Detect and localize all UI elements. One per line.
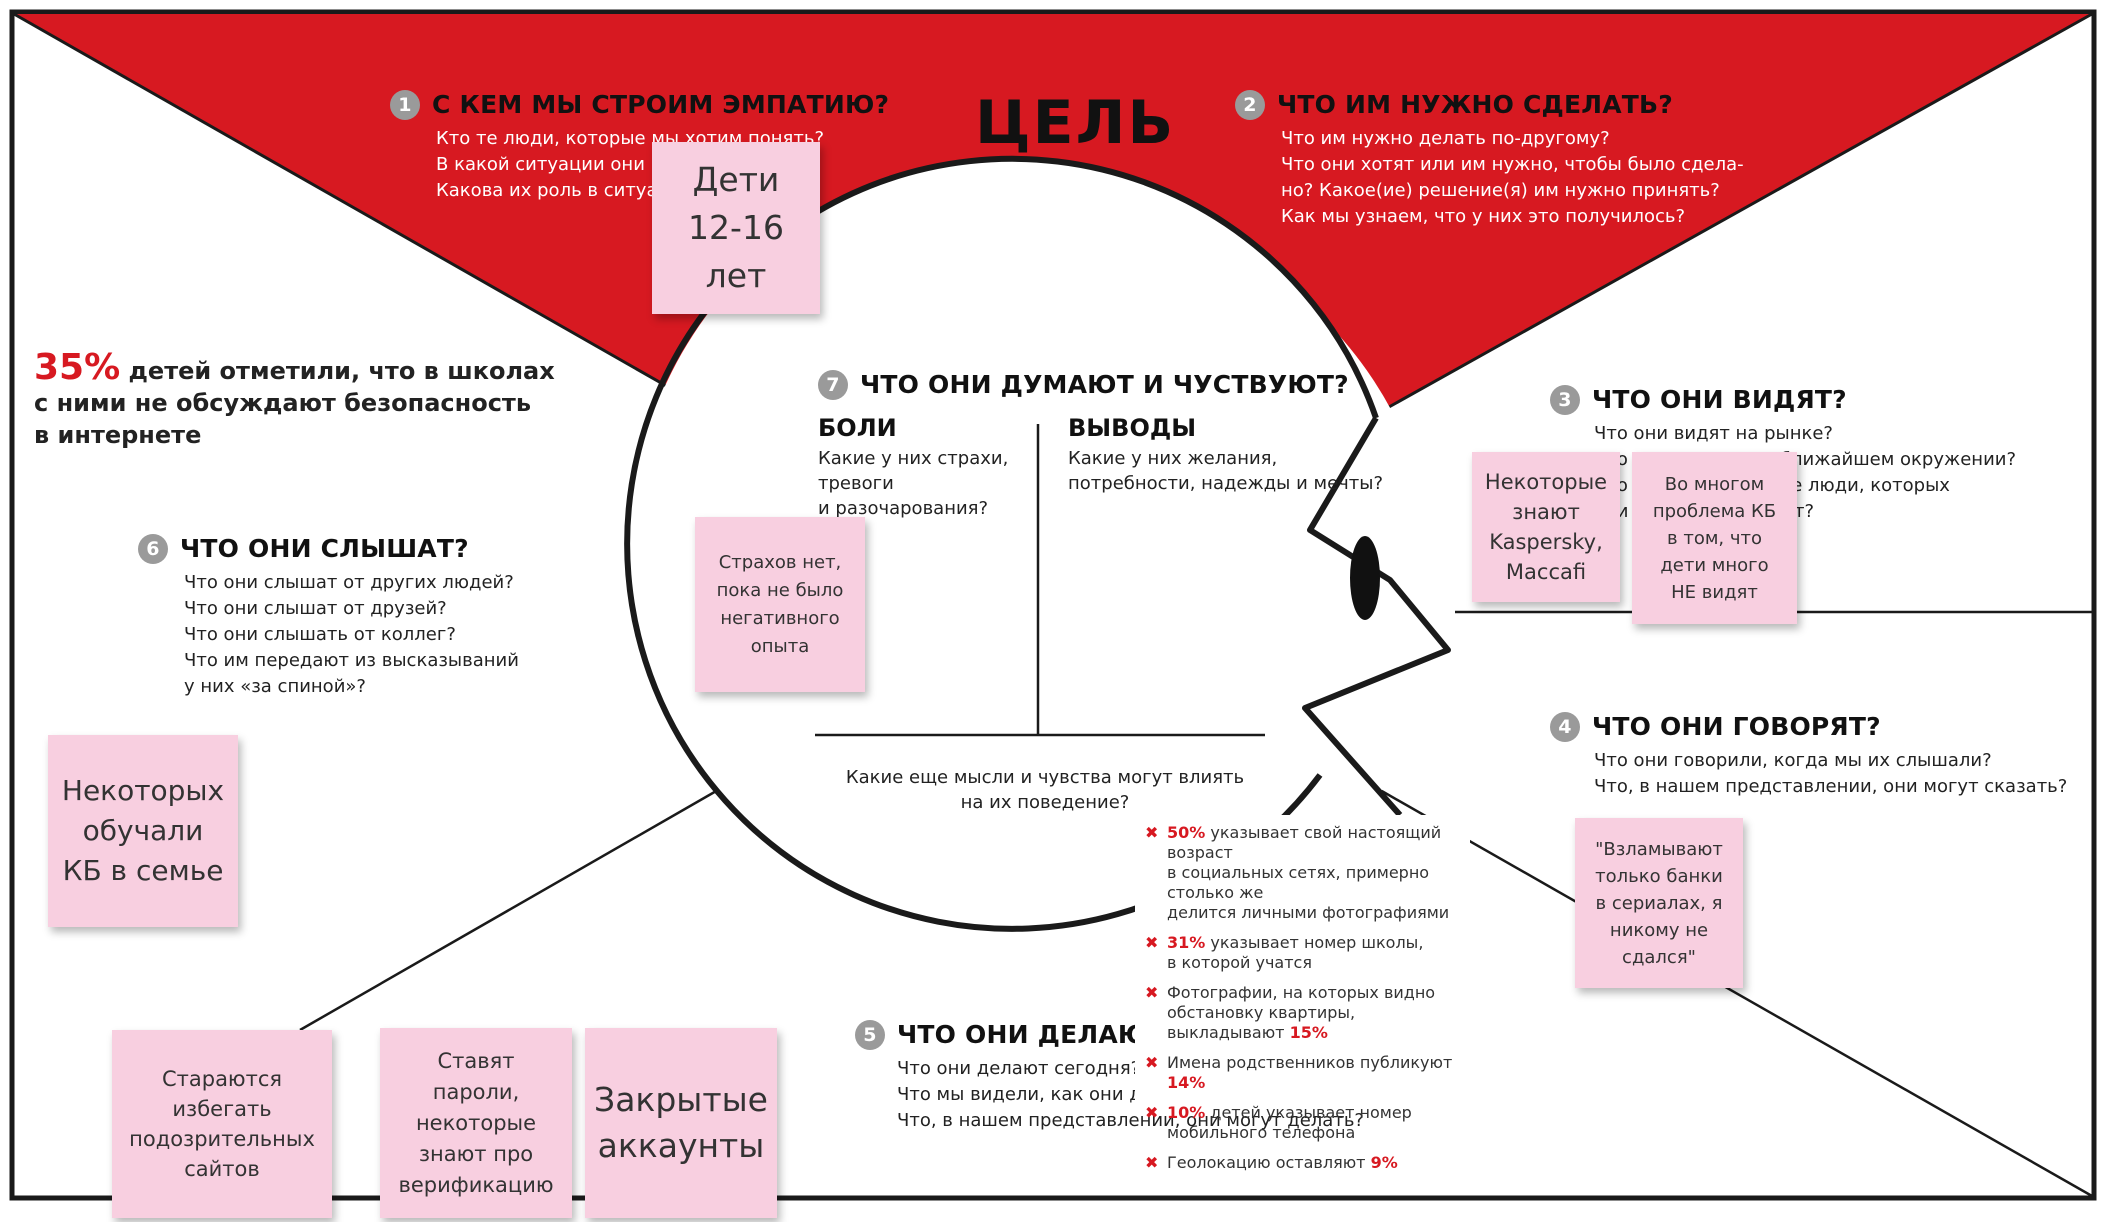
- question-line: Что они слышат от других людей?: [184, 572, 514, 593]
- question-line: Что они делают сегодня?: [897, 1058, 1141, 1079]
- section-number-badge: 7: [818, 370, 848, 400]
- think-pains: БОЛИ Какие у них страхи, тревоги и разоч…: [818, 414, 1008, 521]
- question-line: Что они слышат от друзей?: [184, 598, 447, 619]
- sticky-note-quote[interactable]: "Взламывают только банки в сериалах, я н…: [1575, 818, 1743, 988]
- cross-icon: ✖: [1145, 983, 1159, 1002]
- section-number-badge: 1: [390, 90, 420, 120]
- question-line: и разочарования?: [818, 498, 989, 519]
- section-do-questions: Что они делают сегодня? Что мы видели, к…: [897, 1056, 1364, 1134]
- question-line: Что они видят на рынке?: [1594, 423, 1833, 444]
- question-line: тревоги: [818, 473, 894, 494]
- cross-icon: ✖: [1145, 1153, 1159, 1172]
- question-line: Что они говорили, когда мы их слышали?: [1594, 750, 1992, 771]
- section-number-badge: 4: [1550, 712, 1580, 742]
- sticky-note-closed[interactable]: Закрытые аккаунты: [585, 1028, 777, 1218]
- cross-icon: ✖: [1145, 823, 1159, 842]
- head-face-fill: [630, 159, 1440, 930]
- divider-bottom-left: [299, 788, 719, 1032]
- question-line: у них «за спиной»?: [184, 676, 366, 697]
- question-line: Что, в нашем представлении, они могут ск…: [1594, 776, 2068, 797]
- question-line: Что им передают из высказываний: [184, 650, 519, 671]
- goal-title: ЦЕЛЬ: [975, 88, 1176, 158]
- question-line: Что им нужно делать по-другому?: [1281, 128, 1610, 149]
- stats-item: ✖Имена родственников публикуют 14%: [1145, 1053, 1453, 1092]
- section-number-badge: 3: [1550, 385, 1580, 415]
- eye-icon: [1350, 536, 1380, 620]
- stat-line: в интернете: [34, 421, 202, 449]
- face-profile: [1302, 416, 1451, 817]
- question-line: на их поведение?: [960, 792, 1130, 813]
- section-need-questions: Что им нужно делать по-другому? Что они …: [1281, 126, 1744, 230]
- sticky-note-brands[interactable]: Некоторые знают Kaspersky, Maccafi: [1472, 452, 1620, 602]
- pains-title: БОЛИ: [818, 414, 897, 442]
- stat-line: детей отметили, что в школах: [128, 357, 555, 385]
- section-say-questions: Что они говорили, когда мы их слышали? Ч…: [1594, 748, 2067, 800]
- gains-questions: Какие у них желания, потребности, надежд…: [1068, 446, 1383, 496]
- divider-top-left: [13, 12, 713, 414]
- think-other-questions: Какие еще мысли и чувства могут влиять н…: [845, 765, 1245, 815]
- cross-icon: ✖: [1145, 1053, 1159, 1072]
- head-outline: [624, 155, 1379, 932]
- pains-questions: Какие у них страхи, тревоги и разочарова…: [818, 446, 1008, 521]
- question-line: Что мы видели, как они делают?: [897, 1084, 1211, 1105]
- question-line: Какие у них желания,: [1068, 448, 1278, 469]
- divider-top-right: [1379, 12, 2093, 414]
- question-line: Какие еще мысли и чувства могут влиять: [845, 767, 1245, 788]
- think-gains: ВЫВОДЫ Какие у них желания, потребности,…: [1068, 414, 1383, 496]
- section-number-badge: 5: [855, 1020, 885, 1050]
- gains-title: ВЫВОДЫ: [1068, 414, 1197, 442]
- section-hear-questions: Что они слышат от других людей? Что они …: [184, 570, 519, 700]
- section-number-badge: 2: [1235, 90, 1265, 120]
- cross-icon: ✖: [1145, 933, 1159, 952]
- sticky-note-avoid[interactable]: Стараются избегать подозрительных сайтов: [112, 1030, 332, 1218]
- question-line: Какие у них страхи,: [818, 448, 1009, 469]
- question-line: потребности, надежды и мечты?: [1068, 473, 1384, 494]
- sticky-note-kids[interactable]: Дети 12-16 лет: [652, 142, 820, 314]
- section-number-badge: 6: [138, 534, 168, 564]
- divider-bottom-right: [1379, 788, 2093, 1198]
- question-line: Какова их роль в ситуации?: [436, 180, 703, 201]
- sticky-note-fears[interactable]: Страхов нет, пока не было негативного оп…: [695, 517, 865, 692]
- sticky-note-problem[interactable]: Во многом проблема КБ в том, что дети мн…: [1632, 452, 1797, 624]
- stats-item: ✖31% указывает номер школы,в которой уча…: [1145, 933, 1424, 972]
- stat-line: с ними не обсуждают безопасность: [34, 389, 532, 417]
- question-line: Что они слышать от коллег?: [184, 624, 456, 645]
- question-line: Как мы узнаем, что у них это получилось?: [1281, 206, 1686, 227]
- sticky-note-family[interactable]: Некоторых обучали КБ в семье: [48, 735, 238, 927]
- question-line: но? Какое(ие) решение(я) им нужно принят…: [1281, 180, 1720, 201]
- question-line: Что, в нашем представлении, они могут де…: [897, 1110, 1364, 1131]
- stats-item: ✖Геолокацию оставляют 9%: [1145, 1153, 1398, 1172]
- sticky-note-passwords[interactable]: Ставят пароли, некоторые знают про вериф…: [380, 1028, 572, 1218]
- question-line: Что они хотят или им нужно, чтобы было с…: [1281, 154, 1744, 175]
- cross-icon: ✖: [1145, 1103, 1159, 1122]
- stat-value: 35%: [34, 347, 121, 388]
- stat-callout: 35% детей отметили, что в школах с ними …: [34, 350, 555, 451]
